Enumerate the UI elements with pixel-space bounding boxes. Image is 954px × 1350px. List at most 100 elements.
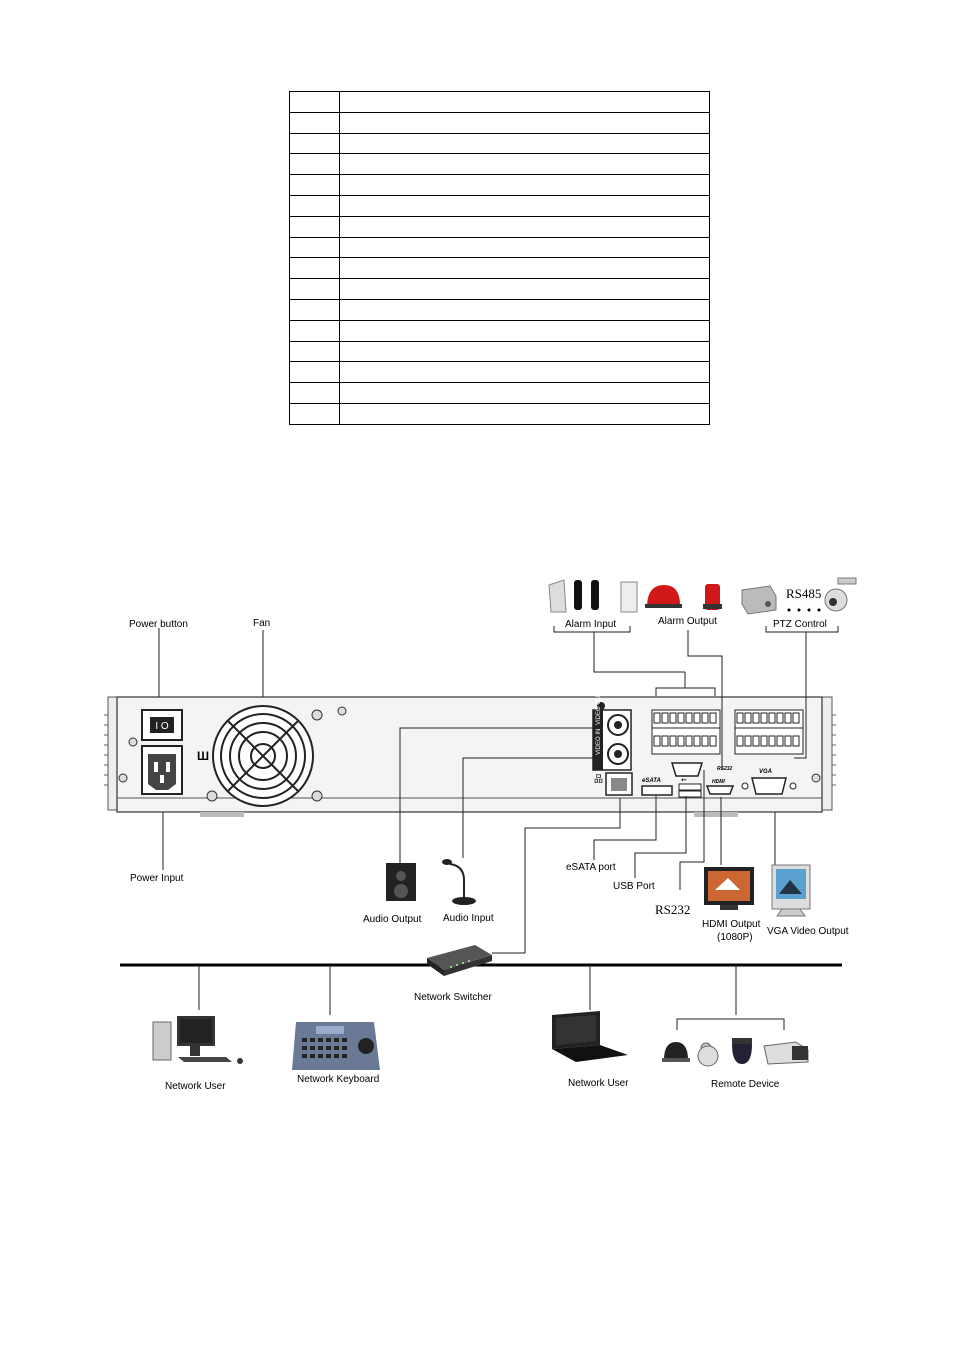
monitor-hdmi-icon <box>704 867 754 910</box>
label-vga-output: VGA Video Output <box>767 926 849 937</box>
label-hdmi-output: HDMI Output <box>702 919 761 930</box>
remote-cameras-icon <box>662 1038 809 1067</box>
table-row <box>289 194 710 217</box>
table-row <box>289 402 710 425</box>
fan-icon <box>212 705 314 807</box>
table-cell-index <box>289 91 340 113</box>
table-cell-index <box>289 361 340 384</box>
label-ptz-control: PTZ Control <box>773 619 827 630</box>
microphone-icon <box>442 859 476 905</box>
table-row <box>289 298 710 321</box>
label-audio-input: Audio Input <box>443 913 494 924</box>
usb-port-icon: ⇜ <box>678 777 702 798</box>
table-cell-description <box>339 91 710 113</box>
power-inlet-icon: Ш <box>141 745 209 795</box>
svg-text:⇜: ⇜ <box>681 777 687 784</box>
connection-lines <box>120 626 842 1030</box>
table-row <box>289 340 710 363</box>
table-row <box>289 257 710 280</box>
table-cell-description <box>339 236 710 259</box>
video-out-text: VIDEO OUT <box>596 692 602 725</box>
table-row <box>289 278 710 300</box>
connection-diagram: I O Ш VIDEO OUT VIDEO IN <box>104 577 857 1092</box>
table-cell-index <box>289 132 340 155</box>
label-network-keyboard: Network Keyboard <box>297 1074 379 1085</box>
table-cell-description <box>339 111 710 134</box>
table-cell-index <box>289 298 340 321</box>
alarm-output-devices-icon <box>645 584 722 610</box>
hdmi-panel-text: HDMI <box>712 779 725 785</box>
label-power-button: Power button <box>129 619 188 630</box>
bnc-connectors: VIDEO OUT VIDEO IN <box>592 692 632 771</box>
alarm-terminal-block-left <box>651 709 721 755</box>
hdmi-port-icon: HDMI <box>705 779 735 795</box>
table-row <box>289 215 710 238</box>
monitor-vga-icon <box>771 864 811 917</box>
table-cell-description <box>339 340 710 363</box>
table-row <box>289 111 710 134</box>
table-cell-description <box>339 194 710 217</box>
esata-panel-text: eSATA <box>642 778 661 784</box>
video-in-text: VIDEO IN <box>596 729 602 755</box>
table-cell-description <box>339 402 710 425</box>
table-row <box>289 319 710 342</box>
blank-table <box>289 91 710 425</box>
table-cell-description <box>339 257 710 280</box>
table-cell-index <box>289 153 340 176</box>
table-cell-index <box>289 382 340 404</box>
table-cell-description <box>339 153 710 176</box>
svg-text:I O: I O <box>155 721 169 732</box>
alarm-terminal-block-right <box>734 709 804 755</box>
desktop-pc-icon <box>152 1016 243 1064</box>
table-cell-index <box>289 215 340 238</box>
network-port-icon: 品 <box>594 772 633 796</box>
speaker-icon <box>386 863 416 901</box>
network-keyboard-icon <box>292 1022 380 1070</box>
table-cell-description <box>339 382 710 404</box>
vga-port-icon: VGA <box>741 769 797 795</box>
table-cell-description <box>339 132 710 155</box>
table-cell-description <box>339 215 710 238</box>
power-switch-icon: I O <box>141 709 183 741</box>
table-row <box>289 236 710 259</box>
vga-panel-text: VGA <box>759 769 772 775</box>
label-esata-port: eSATA port <box>566 862 616 873</box>
svg-text:Ш: Ш <box>197 749 209 763</box>
label-power-input: Power Input <box>130 873 184 884</box>
table-row <box>289 382 710 404</box>
table-cell-index <box>289 194 340 217</box>
diagram-labels: Power button Fan Power Input Alarm Input… <box>129 586 849 1092</box>
esata-port-icon: eSATA <box>641 778 673 796</box>
label-fan: Fan <box>253 618 270 629</box>
label-alarm-input: Alarm Input <box>565 619 616 630</box>
table-row <box>289 361 710 384</box>
table-cell-description <box>339 174 710 196</box>
table-cell-description <box>339 278 710 300</box>
table-row <box>289 91 710 113</box>
label-network-user-2: Network User <box>568 1078 629 1089</box>
label-audio-output: Audio Output <box>363 914 422 925</box>
table-cell-index <box>289 402 340 425</box>
table-cell-description <box>339 361 710 384</box>
label-rs485: RS485 <box>786 586 821 601</box>
table-cell-description <box>339 319 710 342</box>
table-cell-index <box>289 111 340 134</box>
laptop-icon <box>552 1011 628 1062</box>
table-cell-index <box>289 174 340 196</box>
label-usb-port: USB Port <box>613 881 655 892</box>
table-row <box>289 153 710 176</box>
table-cell-index <box>289 278 340 300</box>
table-cell-description <box>339 298 710 321</box>
rs232-port-icon: RS232 <box>670 762 733 777</box>
table-cell-index <box>289 340 340 363</box>
label-hdmi-res: (1080P) <box>717 932 753 943</box>
network-switch-icon <box>427 945 492 976</box>
table-cell-index <box>289 257 340 280</box>
label-alarm-output: Alarm Output <box>658 616 717 627</box>
label-network-switcher: Network Switcher <box>414 992 492 1003</box>
label-remote-device: Remote Device <box>711 1079 780 1090</box>
ptz-devices-icon <box>741 577 857 615</box>
alarm-input-devices-icon <box>548 579 638 613</box>
table-cell-index <box>289 319 340 342</box>
table-cell-index <box>289 236 340 259</box>
